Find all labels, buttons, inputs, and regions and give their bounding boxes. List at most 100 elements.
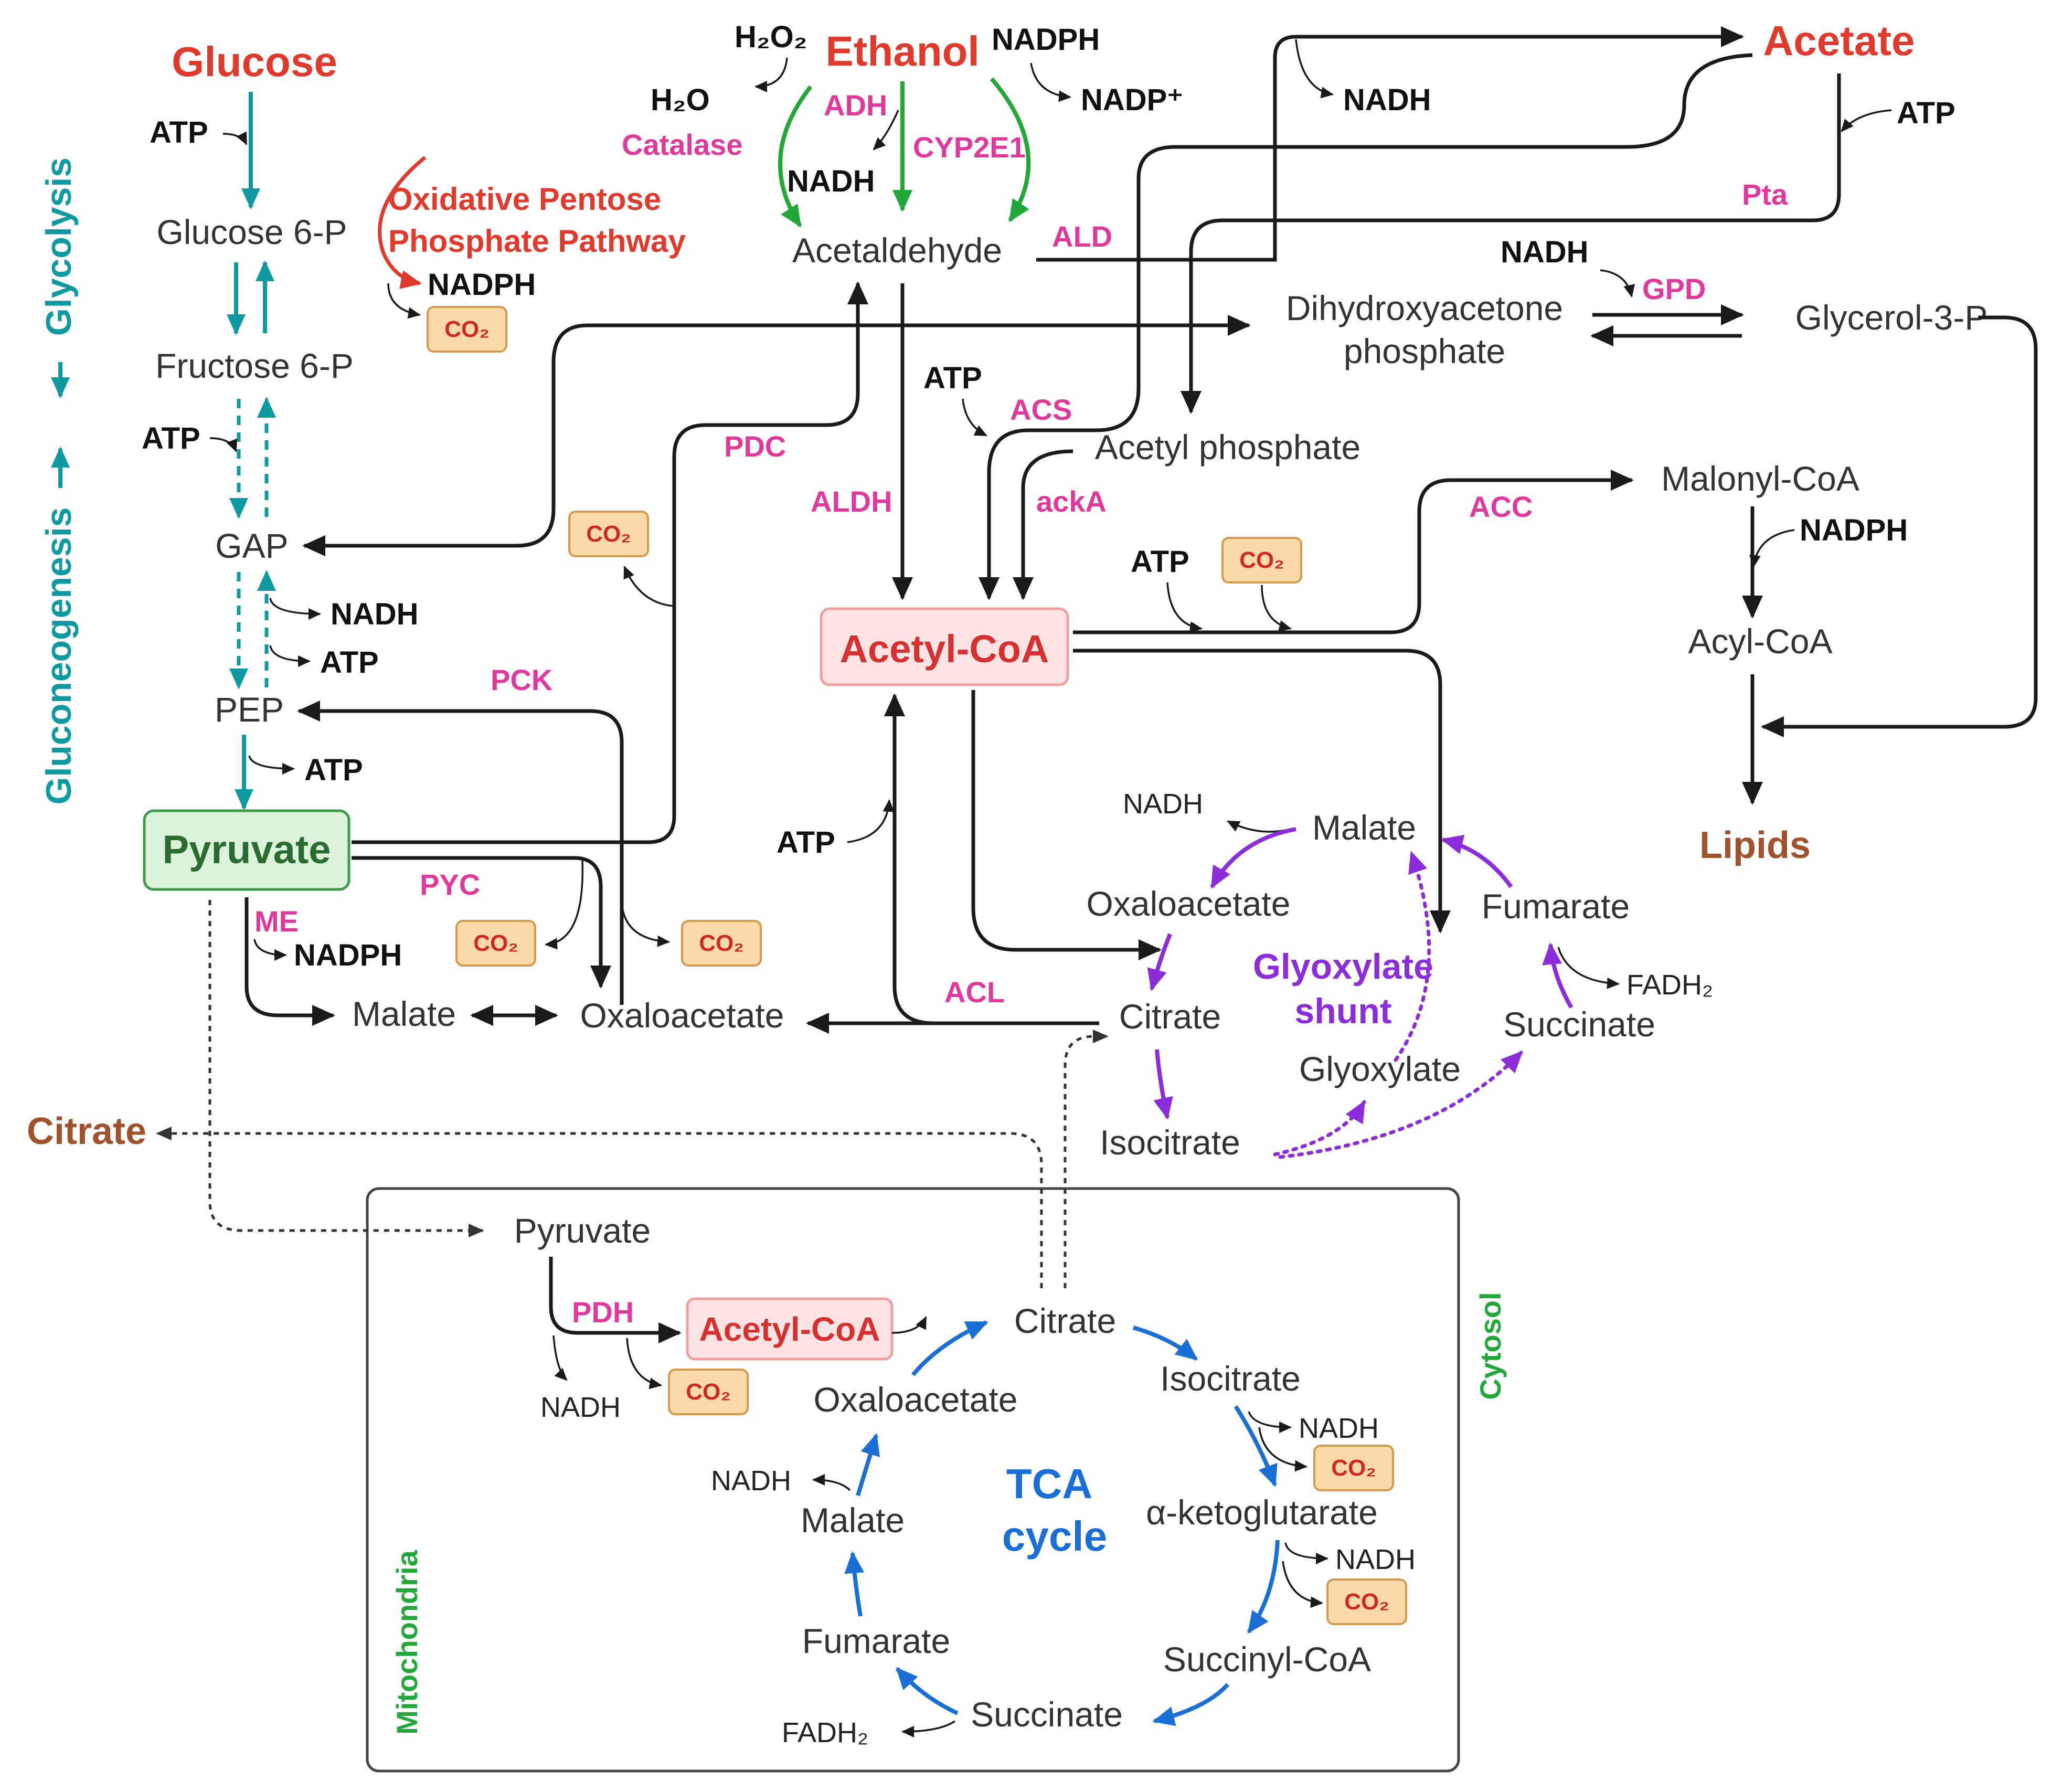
nadph-oppp: NADPH (428, 268, 536, 302)
enzyme-catalase: Catalase (622, 128, 742, 161)
nadh-gpd: NADH (1501, 235, 1589, 269)
tca-succinate-label: Succinate (971, 1695, 1123, 1734)
atp-acs: ATP (923, 361, 982, 395)
enzyme-gpd: GPD (1642, 272, 1706, 305)
gluconeogenesis-side-label: Gluconeogenesis (39, 447, 79, 804)
svg-text:Acetyl-CoA: Acetyl-CoA (699, 1310, 880, 1348)
nadp-plus-label: NADP⁺ (1081, 83, 1183, 117)
malate-cytosol-label: Malate (352, 994, 456, 1033)
svg-text:Acetyl-CoA: Acetyl-CoA (840, 627, 1049, 671)
nadh-malate-tca: NADH (711, 1465, 791, 1497)
enzyme-pck: PCK (491, 663, 552, 696)
svg-text:CO₂: CO₂ (586, 521, 631, 547)
enzyme-me: ME (254, 905, 299, 938)
nadph-ethanol: NADPH (992, 23, 1100, 57)
nadph-me: NADPH (294, 938, 402, 972)
svg-text:CO₂: CO₂ (699, 930, 744, 956)
oppp-label-2: Phosphate Pathway (388, 224, 686, 259)
mitochondria-acetyl-coa-box: Acetyl-CoA (686, 1297, 894, 1361)
nadh-pdh: NADH (540, 1392, 621, 1423)
dhap-label-1: Dihydroxyacetone (1286, 289, 1563, 327)
mitochondria-label: Mitochondria (390, 1550, 423, 1734)
co2-box-pdc: CO₂ (568, 511, 649, 557)
svg-text:CO₂: CO₂ (686, 1379, 731, 1405)
glyoxylate-malate-label: Malate (1312, 808, 1416, 847)
tca-title-1: TCA (1006, 1460, 1092, 1507)
oxaloacetate-cytosol-label: Oxaloacetate (580, 996, 784, 1035)
glyoxylate-oxaloacetate-label: Oxaloacetate (1087, 884, 1291, 923)
h2o2-label: H₂O₂ (735, 20, 807, 54)
fructose6p-label: Fructose 6-P (155, 346, 354, 385)
h2o-label: H₂O (651, 83, 710, 117)
glycerol3p-label: Glycerol-3-P (1795, 298, 1988, 337)
enzyme-pyc: PYC (420, 868, 480, 901)
nadph-malonyl: NADPH (1800, 513, 1908, 547)
acyl-coa-label: Acyl-CoA (1688, 622, 1832, 661)
glyoxylate-shunt-title-2: shunt (1294, 991, 1391, 1031)
co2-box-pck: CO₂ (681, 920, 762, 967)
atp-f6p: ATP (142, 421, 200, 455)
co2-box-acc: CO₂ (1221, 537, 1302, 584)
co2-box-pyc: CO₂ (455, 920, 536, 967)
malonyl-coa-label: Malonyl-CoA (1661, 459, 1859, 498)
svg-text:CO₂: CO₂ (1239, 547, 1284, 573)
enzyme-cyp2e1: CYP2E1 (913, 131, 1026, 164)
nadh-ethanol: NADH (787, 164, 875, 198)
glyoxylate-citrate-label: Citrate (1119, 997, 1221, 1036)
glyoxylate-isocitrate-label: Isocitrate (1100, 1123, 1240, 1162)
acetyl-phosphate-label: Acetyl phosphate (1095, 428, 1360, 466)
svg-text:Pyruvate: Pyruvate (162, 828, 331, 872)
tca-citrate-label: Citrate (1014, 1301, 1116, 1340)
enzyme-acl: ACL (944, 975, 1005, 1009)
enzyme-aldh: ALDH (811, 485, 892, 518)
gap-label: GAP (215, 526, 288, 565)
enzyme-ald: ALD (1052, 220, 1112, 253)
dhap-label-2: phosphate (1344, 332, 1505, 370)
co2-box-oppp: CO₂ (427, 306, 507, 353)
acetate-label: Acetate (1763, 17, 1915, 64)
tca-fumarate-label: Fumarate (802, 1621, 950, 1660)
enzyme-pdh: PDH (572, 1296, 634, 1329)
enzyme-acka: ackA (1036, 485, 1107, 518)
atp-pep: ATP (304, 753, 363, 787)
nadh-ald: NADH (1343, 83, 1431, 117)
tca-succinyl-coa-label: Succinyl-CoA (1163, 1640, 1371, 1679)
fadh2-glyoxylate: FADH₂ (1626, 969, 1713, 1001)
tca-isocitrate-label: Isocitrate (1160, 1359, 1301, 1398)
tca-oxaloacetate-label: Oxaloacetate (814, 1380, 1018, 1419)
co2-box-pdh: CO₂ (668, 1369, 749, 1415)
svg-text:CO₂: CO₂ (473, 930, 518, 956)
tca-malate-label: Malate (801, 1501, 905, 1540)
enzyme-acc: ACC (1469, 490, 1533, 523)
acetaldehyde-label: Acetaldehyde (792, 231, 1002, 270)
nadh-gap: NADH (331, 597, 419, 631)
glyoxylate-fumarate-label: Fumarate (1482, 887, 1630, 926)
enzyme-pta: Pta (1742, 178, 1788, 211)
citrate-exported-label: Citrate (27, 1110, 146, 1152)
lipids-label: Lipids (1699, 824, 1811, 866)
svg-text:CO₂: CO₂ (444, 316, 490, 342)
cytosol-label: Cytosol (1474, 1292, 1507, 1399)
atp-acc: ATP (1131, 545, 1189, 579)
nadh-akg: NADH (1335, 1544, 1416, 1575)
glyoxylate-succinate-label: Succinate (1503, 1005, 1655, 1044)
acetyl-coa-box: Acetyl-CoA (820, 607, 1069, 686)
atp-gap: ATP (320, 645, 379, 680)
pyruvate-box: Pyruvate (143, 809, 350, 891)
nadh-glyoxylate-malate: NADH (1123, 788, 1203, 820)
svg-text:CO₂: CO₂ (1331, 1455, 1376, 1481)
nadh-isocitrate: NADH (1299, 1413, 1379, 1444)
pep-label: PEP (215, 690, 284, 729)
glyoxylate-shunt-title-1: Glyoxylate (1253, 947, 1433, 987)
enzyme-adh: ADH (824, 89, 887, 122)
atp-glucose: ATP (150, 115, 208, 150)
glyoxylate-glyoxylate-label: Glyoxylate (1299, 1049, 1461, 1088)
glucose6p-label: Glucose 6-P (156, 213, 347, 251)
tca-title-2: cycle (1002, 1513, 1107, 1560)
co2-box-isocitrate: CO₂ (1313, 1445, 1394, 1491)
tca-akg-label: α-ketoglutarate (1146, 1493, 1378, 1532)
svg-text:Glycolysis: Glycolysis (39, 157, 79, 336)
glucose-label: Glucose (172, 38, 337, 85)
enzyme-acs: ACS (1010, 393, 1072, 426)
